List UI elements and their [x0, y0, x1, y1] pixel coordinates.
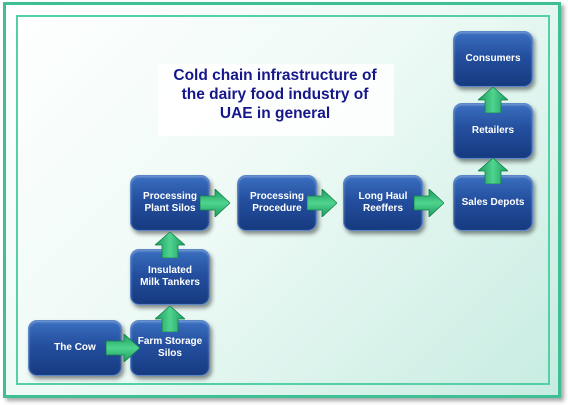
inner-border — [16, 15, 550, 385]
node-long-haul-reefers: Long Haul Reeffers — [343, 175, 423, 231]
diagram-title: Cold chain infrastructure of the dairy f… — [150, 66, 400, 123]
arrow-procedure-to-reefers — [307, 189, 337, 217]
node-long-haul-reefers-label: Long Haul Reeffers — [358, 191, 408, 214]
node-insulated-milk-tankers-label: Insulated Milk Tankers — [140, 265, 200, 288]
arrow-reefers-to-sales-depots — [414, 189, 444, 217]
node-the-cow-label: The Cow — [54, 342, 96, 353]
node-processing-plant-silos: Processing Plant Silos — [130, 175, 210, 231]
arrow-sales-depots-to-retailers — [478, 158, 508, 184]
arrow-tankers-to-plant-silos — [155, 232, 185, 258]
node-sales-depots-label: Sales Depots — [461, 197, 525, 208]
node-processing-procedure: Processing Procedure — [237, 175, 317, 231]
title-line-2: the dairy food industry of — [181, 86, 369, 103]
node-farm-storage-silos-label: Farm Storage Silos — [137, 336, 203, 359]
node-consumers-label: Consumers — [465, 53, 521, 64]
arrow-plant-silos-to-procedure — [200, 189, 230, 217]
arrow-retailers-to-consumers — [478, 87, 508, 113]
title-background — [158, 64, 394, 136]
title-line-3: UAE in general — [219, 105, 331, 122]
node-processing-plant-silos-label: Processing Plant Silos — [143, 191, 197, 214]
node-processing-procedure-label: Processing Procedure — [250, 191, 304, 214]
node-consumers: Consumers — [453, 31, 533, 87]
title-line-1: Cold chain infrastructure of — [173, 67, 377, 84]
node-retailers-label: Retailers — [471, 125, 515, 136]
arrow-cow-to-farm-silos — [106, 334, 140, 362]
arrow-farm-silos-to-tankers — [155, 306, 185, 332]
